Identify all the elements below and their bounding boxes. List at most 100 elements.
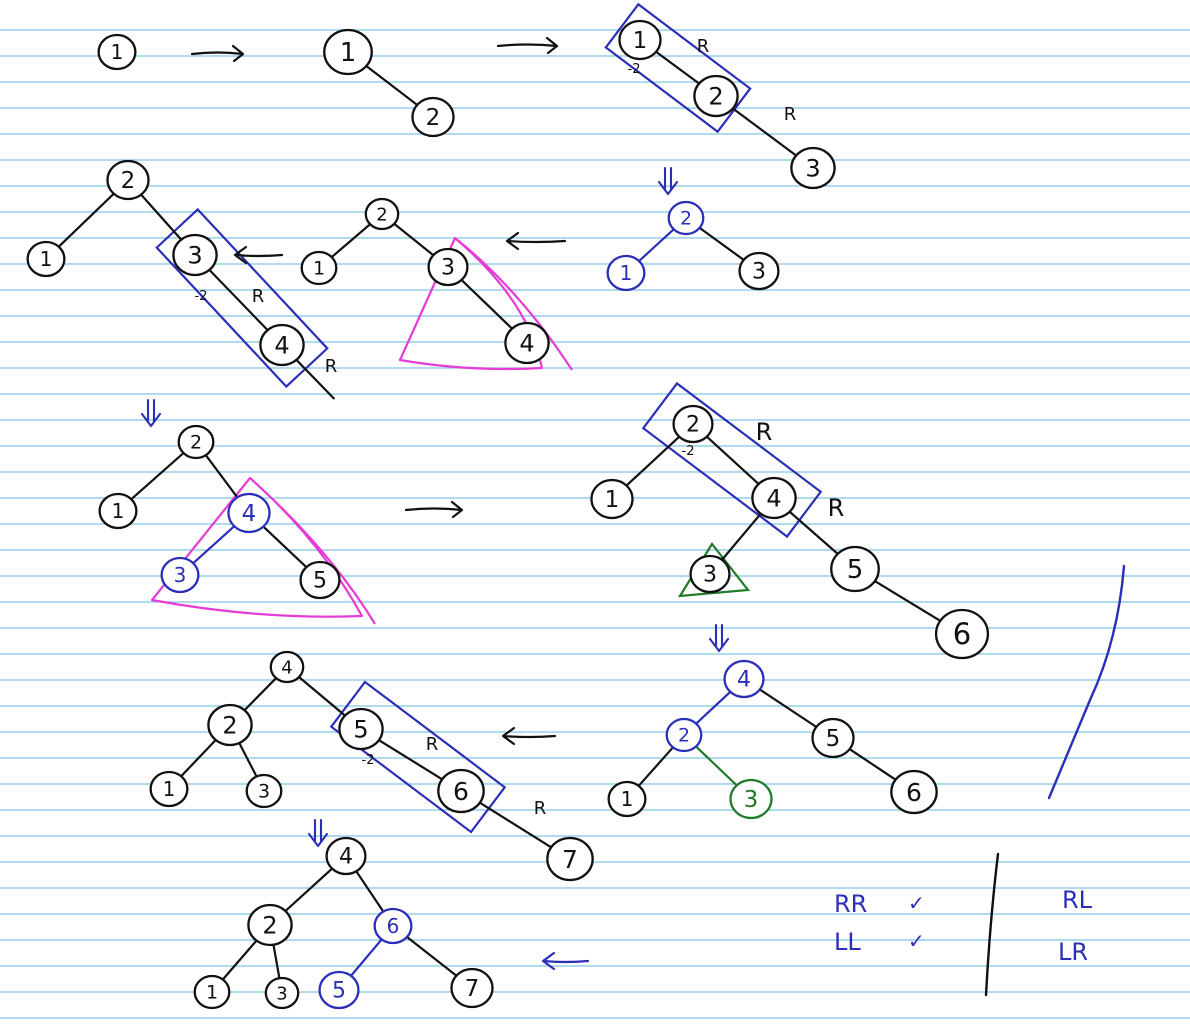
node-label: 3 xyxy=(187,241,202,269)
tree-edge xyxy=(637,745,675,788)
balance-factor-label: -2 xyxy=(682,444,695,459)
tree-edge xyxy=(392,222,436,257)
tree-edge xyxy=(221,939,259,982)
node-label: 1 xyxy=(40,247,53,271)
node-label: 3 xyxy=(258,781,270,803)
tree-edge xyxy=(139,193,183,242)
tree-edge xyxy=(787,510,840,556)
node-label: 6 xyxy=(906,778,922,807)
tree-edge xyxy=(191,524,236,565)
node-circle xyxy=(149,770,189,808)
magenta-triangle-highlight xyxy=(150,476,376,625)
node-circle xyxy=(106,159,150,201)
tree-edge xyxy=(720,512,763,562)
node-circle xyxy=(667,200,705,236)
node-circle xyxy=(546,836,594,882)
tree-edge xyxy=(349,937,384,978)
node-circle xyxy=(227,492,271,534)
summary-rl: RL xyxy=(1062,886,1093,914)
node-circle xyxy=(318,970,360,1010)
node-circle xyxy=(373,907,413,945)
tree-edge xyxy=(364,64,420,107)
tree-edge xyxy=(459,278,514,331)
node-circle xyxy=(689,554,731,594)
left-arrow-icon xyxy=(541,951,590,971)
tree-node-1: 1 xyxy=(26,240,66,278)
node-circle xyxy=(323,28,373,76)
node-circle xyxy=(693,74,739,118)
tree-node-5: 5 xyxy=(338,707,384,751)
tree-edge xyxy=(272,943,281,980)
node-circle xyxy=(325,836,367,876)
summary-ll: LL xyxy=(834,928,861,956)
node-circle xyxy=(26,240,66,278)
node-circle xyxy=(193,974,231,1010)
node-label: 1 xyxy=(313,258,325,280)
node-circle xyxy=(172,233,218,277)
node-circle xyxy=(245,773,283,809)
node-circle xyxy=(830,545,880,593)
node-circle xyxy=(247,903,293,947)
node-label: 5 xyxy=(313,569,327,594)
right-arrow-icon xyxy=(190,44,245,63)
tree-node-1: 1 xyxy=(149,770,189,808)
node-label: 6 xyxy=(387,914,400,938)
node-circle xyxy=(97,33,137,71)
node-circle xyxy=(738,251,780,291)
node-label: 4 xyxy=(274,331,289,359)
tree-node-1: 1 xyxy=(607,780,647,818)
rotation-summary: RR ✓ LL ✓ RL LR xyxy=(834,886,1093,966)
node-label: 1 xyxy=(112,499,125,523)
double-down-arrow-icon xyxy=(708,623,730,653)
balance-factor-label: -2 xyxy=(628,62,641,77)
summary-rr: RR xyxy=(834,890,867,918)
tree-node-2: 2 xyxy=(247,903,293,947)
right-child-mark: R xyxy=(252,286,265,307)
tree-node-3: 3 xyxy=(245,773,283,809)
right-arrow-icon xyxy=(404,500,464,519)
tree-edges xyxy=(57,50,943,982)
tree-edge xyxy=(730,106,799,158)
tree-node-2: 2 xyxy=(667,200,705,236)
tree-edge xyxy=(242,676,278,712)
tree-node-4: 4 xyxy=(504,321,550,365)
tree-edge xyxy=(477,801,554,849)
tree-edge xyxy=(405,935,459,978)
right-child-mark: R xyxy=(756,418,773,446)
tree-edge xyxy=(376,738,445,782)
node-circle xyxy=(160,556,200,594)
balance-factor-label: -2 xyxy=(362,753,375,768)
tree-edge xyxy=(297,675,347,718)
node-label: 2 xyxy=(686,413,700,438)
tree-node-3: 3 xyxy=(160,556,200,594)
tree-node-5: 5 xyxy=(299,560,341,600)
tree-edge xyxy=(261,524,309,569)
node-circle xyxy=(729,778,773,820)
tree-node-5: 5 xyxy=(318,970,360,1010)
tree-edge xyxy=(238,741,258,778)
node-label: 2 xyxy=(678,725,690,747)
summary-divider xyxy=(984,852,1000,997)
tree-node-3: 3 xyxy=(729,778,773,820)
node-label: 7 xyxy=(465,976,480,1002)
tree-node-6: 6 xyxy=(890,769,938,815)
node-label: 3 xyxy=(805,154,820,182)
node-circle xyxy=(607,780,647,818)
step-arrows xyxy=(140,36,730,971)
node-circle xyxy=(890,769,938,815)
node-label: 2 xyxy=(708,82,723,110)
node-circle xyxy=(665,717,703,753)
node-label: 1 xyxy=(163,777,176,801)
right-child-mark: R xyxy=(784,104,797,125)
node-label: 1 xyxy=(621,787,634,811)
node-label: 4 xyxy=(766,484,781,512)
node-label: 1 xyxy=(111,40,124,64)
node-circle xyxy=(811,717,855,759)
node-circle xyxy=(299,560,341,600)
node-label: 4 xyxy=(737,668,751,693)
tree-node-4: 4 xyxy=(269,650,305,684)
node-circle xyxy=(364,197,400,231)
node-circle xyxy=(259,323,305,367)
node-label: 1 xyxy=(206,982,218,1004)
